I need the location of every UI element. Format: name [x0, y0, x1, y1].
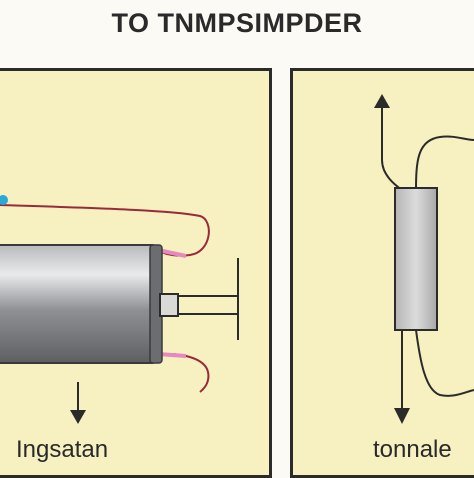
right-down-arrow-icon [394, 408, 410, 424]
right-lower-wire [415, 329, 474, 397]
left-caption: Ingsatan [16, 436, 109, 463]
up-arrow-icon [374, 94, 390, 136]
down-arrow-icon [70, 382, 86, 424]
lower-wire [157, 353, 210, 393]
blue-terminal-dot [0, 195, 8, 205]
diagram-title: TO TNMPSIMPDER [111, 8, 363, 38]
cylinder-component [0, 244, 163, 364]
connector-plate [159, 258, 239, 340]
right-top-loop [415, 135, 474, 191]
resistor-component [394, 187, 438, 331]
right-caption: tonnale [373, 436, 452, 463]
right-upper-wire [381, 135, 403, 191]
